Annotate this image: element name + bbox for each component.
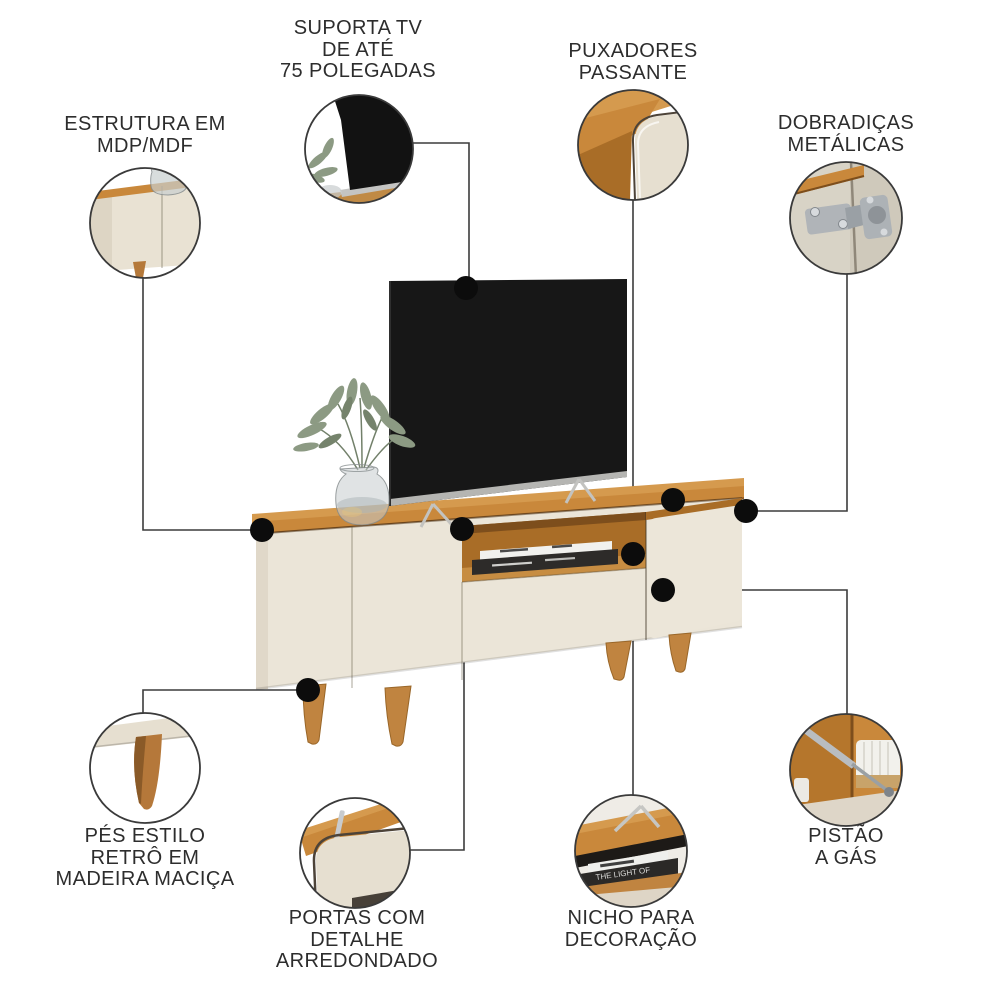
magnifier-estrutura (90, 168, 200, 278)
dot-puxadores (661, 488, 685, 512)
magnifier-pistao (790, 714, 902, 826)
magnifier-portas (300, 798, 410, 908)
label-line: DOBRADIÇAS (777, 112, 915, 134)
connector-dots (250, 276, 758, 702)
callout-label-puxadores: PUXADORES PASSANTE (523, 40, 743, 84)
callout-label-estrutura: ESTRUTURA EM MDP/MDF (35, 113, 255, 157)
callout-label-nicho: NICHO PARA DECORAÇÃO (511, 907, 751, 951)
label-line: PUXADORES (568, 40, 698, 62)
glass-vase (335, 464, 390, 526)
label-line: SUPORTA TV (293, 17, 423, 39)
tv-stand (251, 478, 745, 747)
tv-foot-icon (613, 804, 661, 833)
dot-dobradicas (734, 499, 758, 523)
callout-label-suporta-tv: SUPORTA TV DE ATÉ 75 POLEGADAS (238, 17, 478, 83)
callout-label-dobradicas: DOBRADIÇAS METÁLICAS (736, 112, 956, 156)
connector-estrutura (142, 277, 262, 531)
magnifier-nicho: THE LIGHT OF (575, 795, 687, 907)
connector-puxadores (632, 200, 673, 500)
label-line: NICHO PARA (567, 907, 695, 929)
label-line: RETRÔ EM (90, 846, 200, 869)
leg-mid-right (605, 640, 632, 681)
dot-pistao (651, 578, 675, 602)
label-line: METÁLICAS (787, 133, 905, 156)
dot-estrutura (250, 518, 274, 542)
dot-nicho (621, 542, 645, 566)
legs (302, 632, 692, 747)
label-line: DECORAÇÃO (564, 928, 698, 951)
books (472, 541, 618, 575)
connector-suporta-tv (412, 142, 470, 288)
label-line: ESTRUTURA EM (64, 113, 226, 135)
label-line: DE ATÉ (321, 38, 395, 61)
label-line: 75 POLEGADAS (280, 60, 436, 82)
tv (389, 279, 627, 528)
tv-wire-feet (419, 478, 597, 528)
label-line: PÉS ESTILO (84, 825, 206, 847)
dot-suporta-tv (454, 276, 478, 300)
right-door (646, 498, 742, 639)
magnifier-pes (90, 713, 200, 823)
leg-back-right (668, 632, 692, 673)
label-line: PORTAS COM (288, 907, 426, 929)
label-line: DETALHE (310, 928, 404, 951)
dot-pes (296, 678, 320, 702)
callout-label-portas: PORTAS COM DETALHE ARREDONDADO (237, 907, 477, 973)
decor-niche (461, 512, 647, 640)
hinge-icon (804, 194, 893, 240)
canister-icon (856, 740, 900, 788)
plant (293, 378, 416, 471)
connector-pes (142, 689, 308, 714)
label-line: PISTÃO (808, 825, 884, 847)
label-line: A GÁS (814, 846, 878, 869)
label-line: ARREDONDADO (275, 950, 439, 972)
magnifier-suporta-tv (305, 95, 413, 203)
magnifier-borders (89, 89, 903, 909)
label-line: MADEIRA MACIÇA (55, 868, 235, 890)
dot-portas (450, 517, 474, 541)
callout-label-pes: PÉS ESTILO RETRÔ EM MADEIRA MACIÇA (25, 825, 265, 891)
connector-dobradicas (746, 273, 848, 512)
label-line: MDP/MDF (96, 134, 194, 157)
label-line: PASSANTE (578, 61, 688, 84)
leg-mid-left (384, 685, 412, 747)
callout-label-pistao: PISTÃO A GÁS (736, 825, 956, 869)
